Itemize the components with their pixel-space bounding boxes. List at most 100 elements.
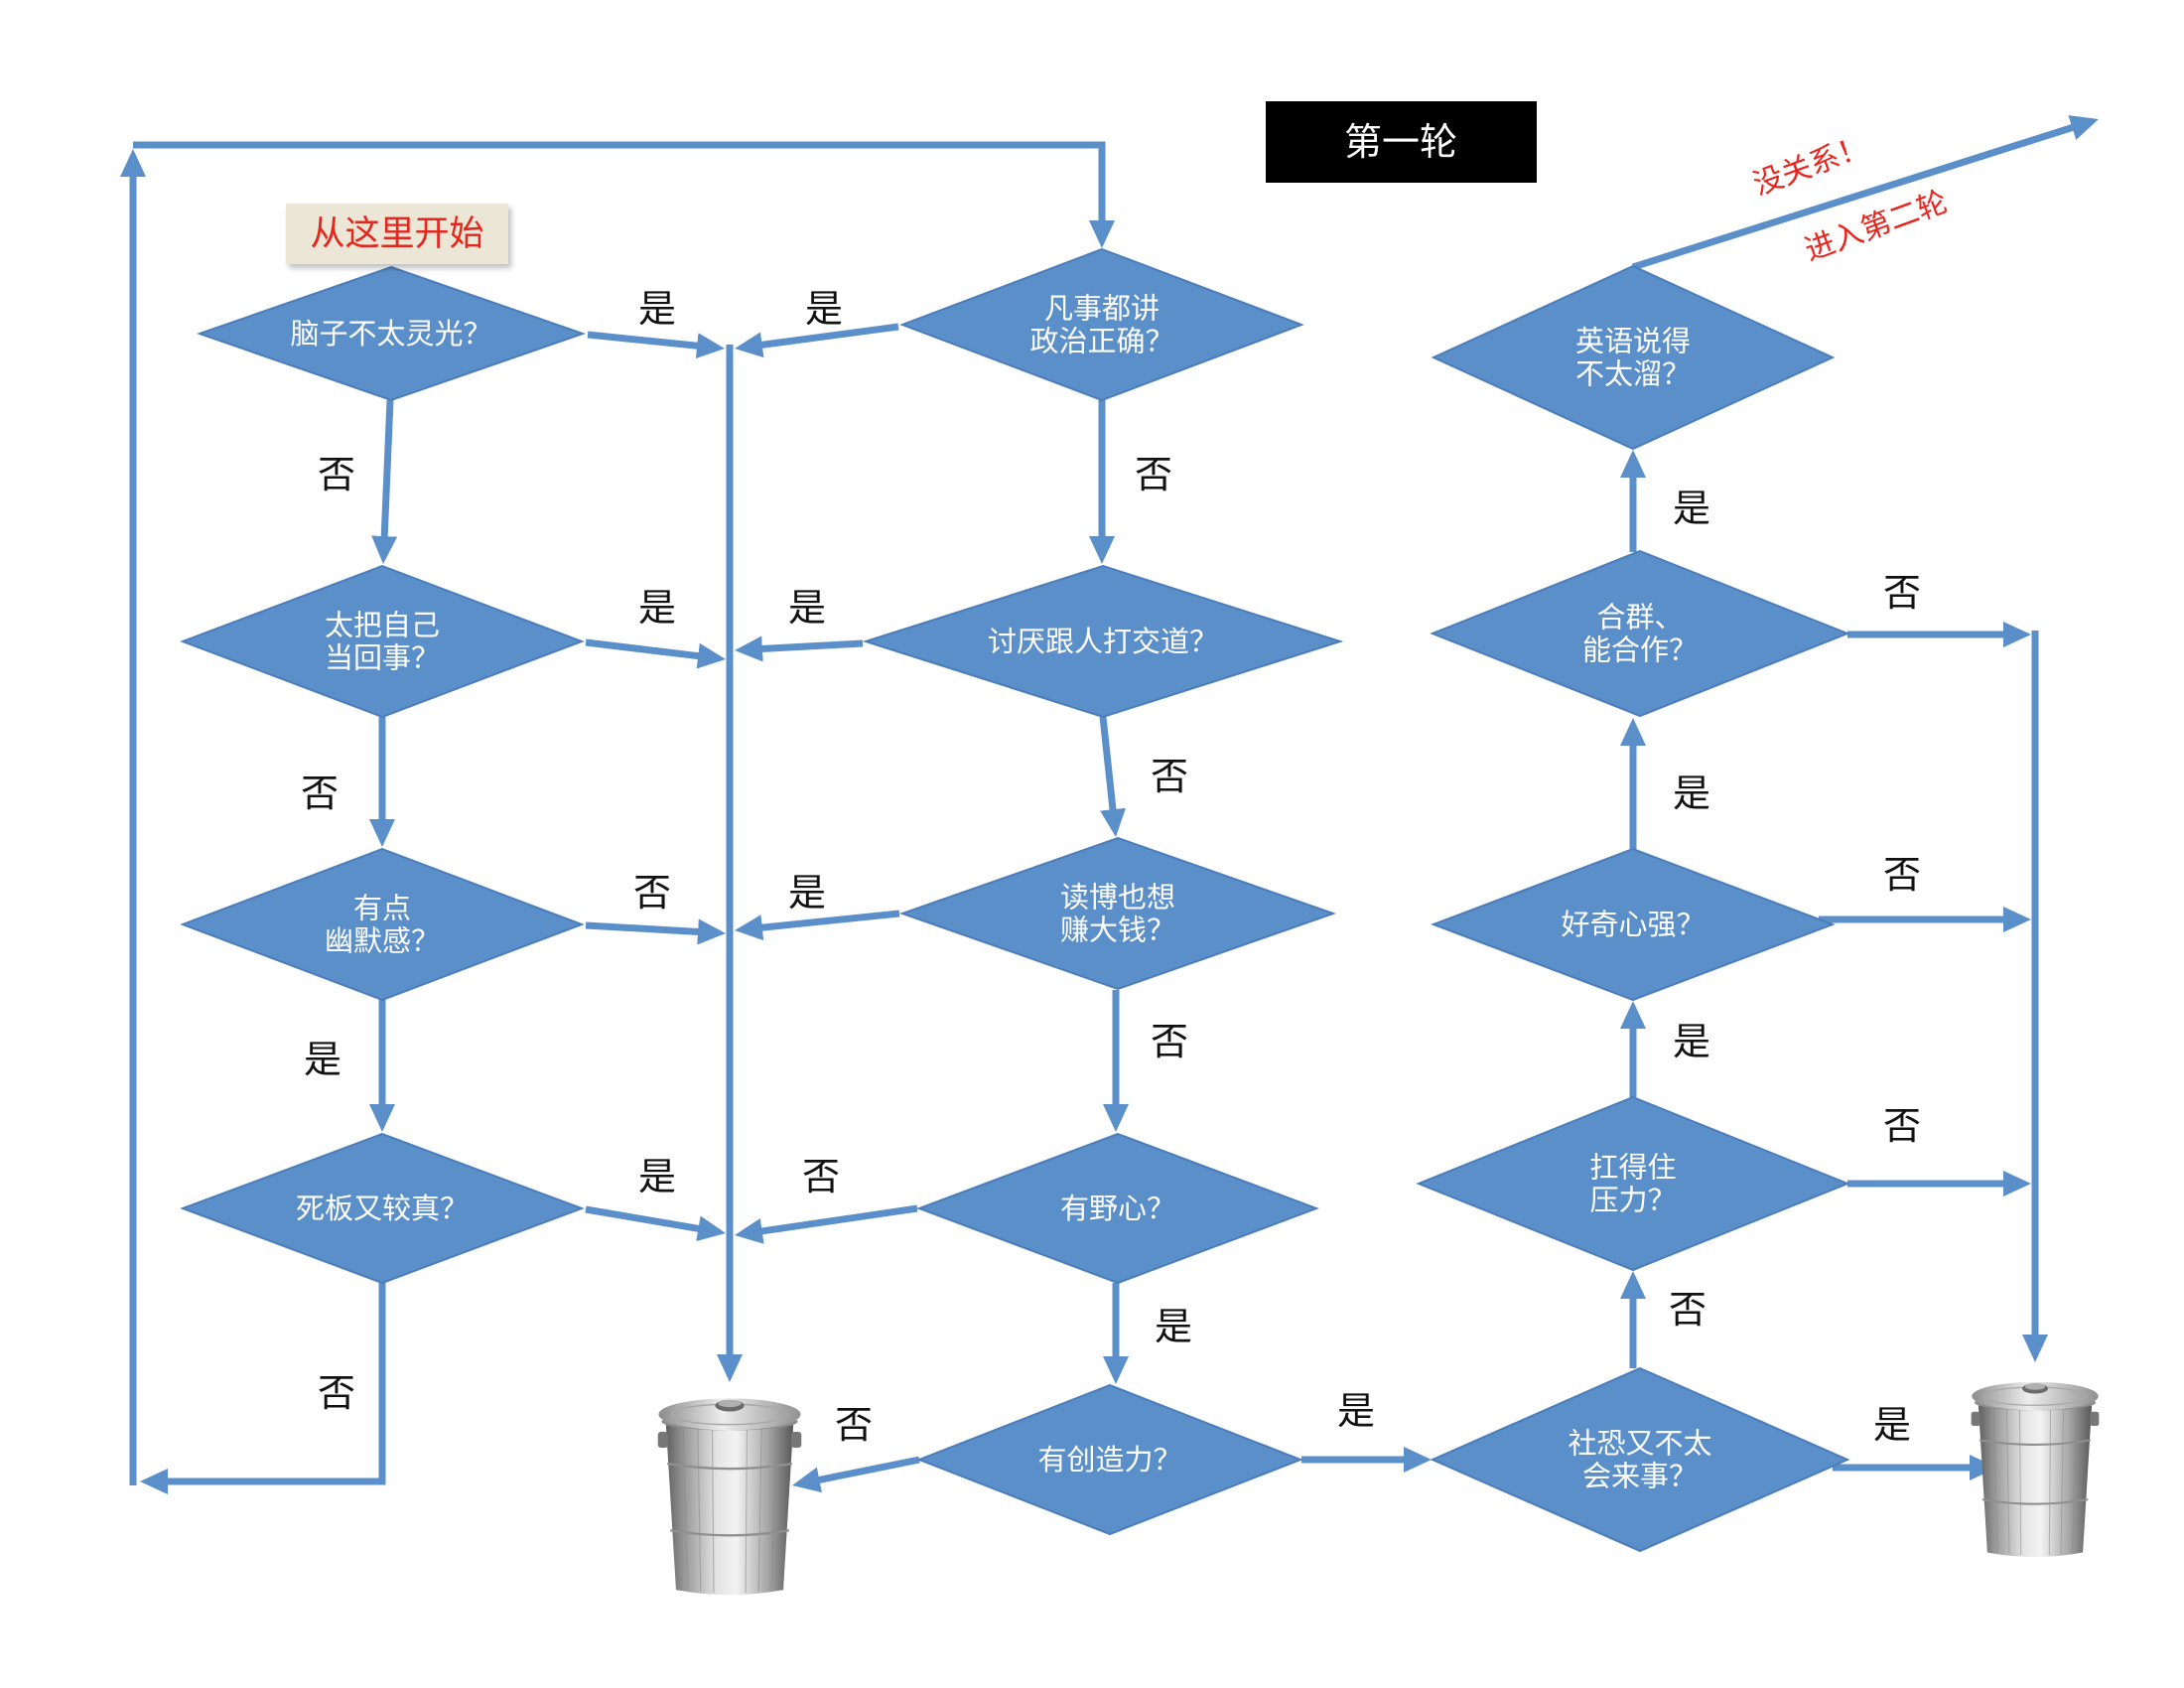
edge-arrow [1099, 716, 1126, 837]
decision-diamond [1430, 549, 1850, 718]
edge-label: 否 [1883, 571, 1921, 615]
exit-arrow [1631, 115, 2100, 271]
trash-can-icon [657, 1397, 802, 1597]
decision-node: 讨厌跟人打交道？ [862, 564, 1344, 719]
edge-label: 否 [1669, 1288, 1706, 1332]
decision-text: 太把自己 [325, 609, 440, 642]
decision-diamond [180, 1132, 585, 1285]
edge-label: 否 [318, 1371, 355, 1415]
decision-text: 当回事？ [325, 641, 440, 675]
edge-label: 是 [1673, 772, 1710, 815]
decision-text: 凡事都讲 [1044, 292, 1160, 326]
edge-label: 是 [638, 287, 676, 331]
edges-layer [120, 115, 2100, 1494]
round-title-box [1266, 101, 1537, 183]
decision-node: 合群、能合作？ [1430, 549, 1850, 718]
edge-label: 是 [1155, 1305, 1192, 1348]
decision-text: 有创造力？ [1037, 1443, 1181, 1477]
edge-label: 否 [1151, 755, 1188, 798]
edge-arrow [587, 331, 725, 359]
decision-diamond [916, 1132, 1319, 1285]
edge-arrow [735, 323, 899, 358]
decision-text: 压力？ [1589, 1184, 1676, 1217]
decision-text: 有野心？ [1060, 1192, 1175, 1225]
decision-diamond [180, 564, 585, 719]
edge-label: 是 [638, 586, 676, 630]
edge-arrow [371, 399, 398, 564]
edge-label: 是 [1673, 1020, 1710, 1063]
decision-text: 合群、 [1596, 601, 1683, 634]
decision-diamond [1431, 847, 1836, 1002]
decision-diamond [899, 247, 1304, 402]
edge-arrow [133, 141, 1115, 248]
exit-note-line: 进入第二轮 [1801, 185, 1953, 268]
decision-text: 好奇心强？ [1561, 908, 1705, 941]
edge-arrow [792, 1456, 920, 1493]
start-here-label: 从这里开始 [286, 204, 508, 264]
decision-text: 会来事？ [1582, 1460, 1698, 1493]
edge-label: 是 [788, 871, 826, 914]
edge-label: 否 [1883, 1104, 1921, 1148]
round-title-text: 第一轮 [1344, 120, 1457, 164]
decision-text: 扛得住 [1589, 1151, 1676, 1185]
decision-text: 讨厌跟人打交道？ [988, 625, 1218, 658]
edge-label: 是 [805, 287, 843, 331]
decision-text: 读博也想 [1060, 881, 1175, 914]
round-title: 第一轮 [1266, 101, 1537, 183]
edge-label: 是 [1337, 1389, 1375, 1433]
edge-arrow [735, 910, 900, 941]
edge-arrow [585, 918, 726, 945]
edge-label: 否 [835, 1403, 873, 1447]
decision-text: 英语说得 [1575, 325, 1691, 358]
decision-text: 不太溜？ [1575, 357, 1691, 391]
decision-node: 有创造力？ [916, 1383, 1303, 1536]
decision-node: 死板又较真？ [180, 1132, 585, 1285]
decision-text: 有点 [353, 892, 411, 925]
decision-diamond [916, 1383, 1303, 1536]
edge-label: 是 [788, 586, 826, 630]
decision-diamond [1431, 264, 1836, 451]
decision-text: 脑子不太灵光？ [290, 317, 491, 351]
decision-diamond [1430, 1366, 1850, 1553]
decision-text: 幽默感？ [325, 924, 440, 958]
edge-label: 否 [1151, 1020, 1188, 1063]
decision-text: 死板又较真？ [296, 1192, 469, 1225]
decision-diamond [862, 564, 1344, 719]
decision-text: 能合作？ [1582, 633, 1698, 667]
decision-node: 有野心？ [916, 1132, 1319, 1285]
edge-label: 否 [633, 871, 671, 914]
exit-note-line: 没关系！ [1749, 129, 1873, 203]
edge-arrow [585, 1205, 726, 1242]
edge-label: 否 [318, 453, 355, 496]
decision-diamond [180, 847, 585, 1002]
edge-label: 是 [1873, 1403, 1911, 1447]
trash-can-icon [1971, 1380, 2100, 1559]
edge-label: 否 [301, 772, 339, 815]
labels-layer: 否是是是是否否是是是否否否否否是否是否是是否是否是否 [301, 287, 1921, 1447]
decision-text: 社恐又不太 [1568, 1427, 1711, 1461]
edge-arrow [734, 635, 864, 662]
edge-arrow [585, 638, 726, 669]
decision-diamond [898, 836, 1337, 991]
edge-arrow [735, 1204, 918, 1244]
decision-diamond [196, 265, 587, 402]
decision-text: 赚大钱？ [1060, 914, 1175, 947]
decision-node: 好奇心强？ [1431, 847, 1836, 1002]
edge-label: 是 [304, 1038, 341, 1081]
start-here-box [286, 204, 508, 264]
decision-diamond [1416, 1095, 1850, 1272]
edge-label: 否 [1135, 453, 1172, 496]
decision-text: 政治正确？ [1029, 325, 1173, 358]
edge-label: 是 [638, 1155, 676, 1198]
start-here-text: 从这里开始 [310, 214, 483, 254]
edge-label: 否 [802, 1155, 840, 1198]
decision-node: 脑子不太灵光？ [196, 265, 587, 402]
